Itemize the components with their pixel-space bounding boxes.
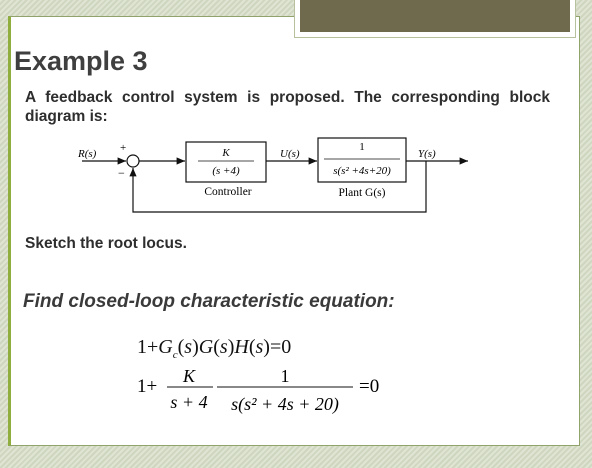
- eq2-lead: 1+: [137, 376, 157, 397]
- header-decoration: [294, 0, 576, 38]
- eq1-lead: 1+: [137, 336, 159, 358]
- plant-label: Plant G(s): [339, 187, 386, 199]
- characteristic-equation-specific: 1+ K s + 4 1 s(s² + 4s + 20) =0: [137, 366, 379, 415]
- eq2-denominator-1: s + 4: [170, 392, 207, 412]
- characteristic-equation-general: 1+Gc(s)G(s)H(s)=0: [137, 336, 292, 361]
- eq1-rhs: =0: [269, 336, 292, 358]
- plant-block: [317, 137, 407, 183]
- output-label: Y(s): [418, 148, 436, 160]
- input-label: R(s): [77, 148, 97, 160]
- eq2-rhs: =0: [359, 376, 379, 397]
- block-diagram: R(s) + − K (s +4) Controller U(s) 1 s(s²…: [77, 137, 468, 213]
- controller-block: [185, 141, 267, 183]
- plus-sign: +: [120, 142, 126, 154]
- plant-denominator: s(s² +4s+20): [333, 165, 391, 177]
- slide: [8, 16, 580, 446]
- eq2-numerator-2: 1: [281, 366, 290, 386]
- plant-numerator: 1: [359, 141, 365, 153]
- eq1-g: G: [158, 336, 173, 358]
- header-bar: [300, 0, 570, 32]
- controller-denominator: (s +4): [212, 165, 240, 177]
- eq2-denominator-2: s(s² + 4s + 20): [231, 394, 339, 415]
- controller-label: Controller: [204, 186, 251, 198]
- eq1-h: H: [234, 336, 249, 358]
- eq1-s2: s: [219, 336, 228, 358]
- eq2-numerator-1: K: [182, 366, 196, 386]
- find-heading: Find closed-loop characteristic equation…: [23, 291, 395, 312]
- minus-sign: −: [118, 166, 125, 180]
- eq1-s1: s: [184, 336, 193, 358]
- intro-text: A feedback control system is proposed. T…: [25, 89, 550, 125]
- eq1-s3: s: [255, 336, 264, 358]
- control-signal-label: U(s): [280, 148, 300, 160]
- sketch-instruction: Sketch the root locus.: [25, 235, 187, 252]
- feedback-path: [129, 161, 427, 213]
- summing-junction: [126, 154, 140, 168]
- controller-numerator: K: [221, 147, 230, 159]
- slide-title: Example 3: [14, 46, 148, 76]
- eq1-g2: G: [198, 336, 214, 358]
- eq1-subscript-c: c: [172, 349, 178, 361]
